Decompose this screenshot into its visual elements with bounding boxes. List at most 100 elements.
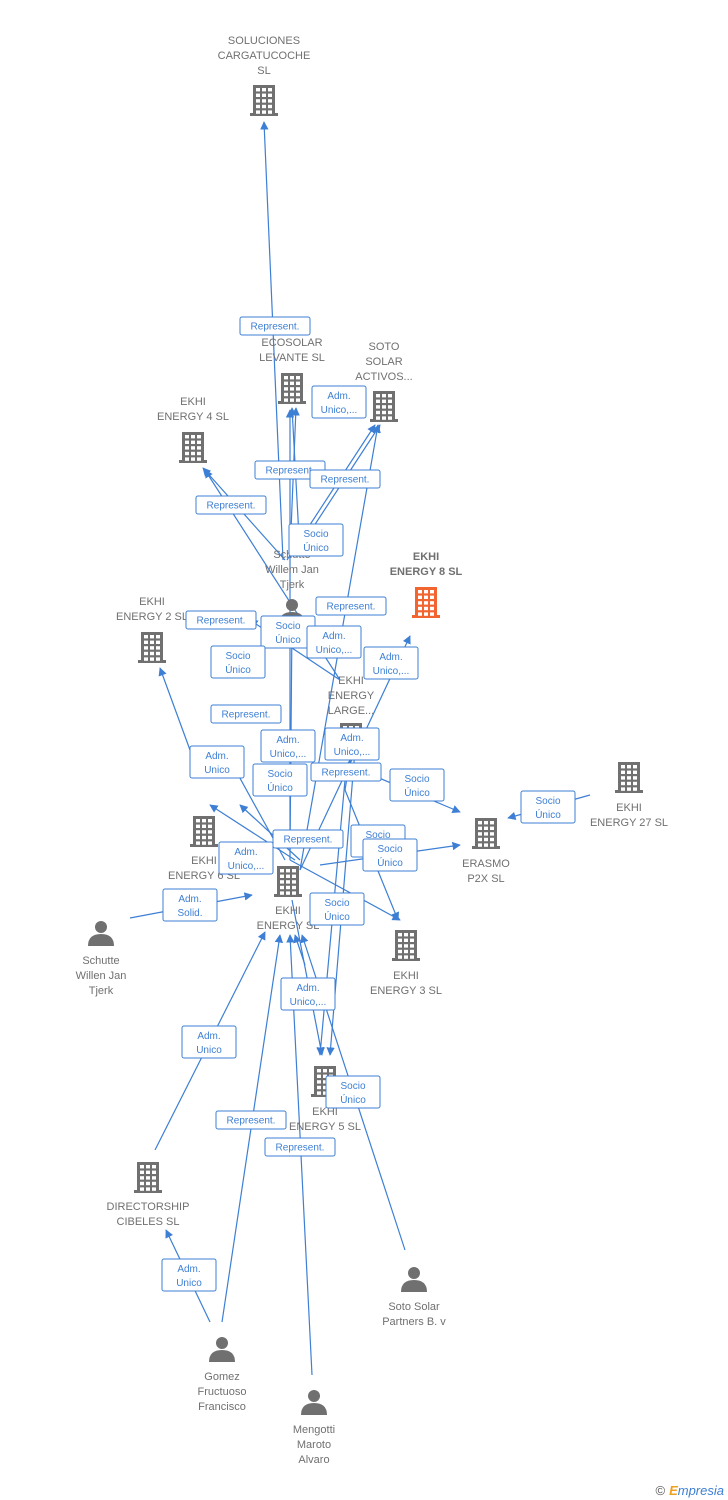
edge-label[interactable]: Represent. (272, 829, 344, 849)
building-window (484, 837, 488, 842)
edge-label[interactable]: Represent. (195, 495, 267, 515)
building-window (191, 457, 195, 461)
building-window (323, 1085, 327, 1090)
edge-label-text: Represent. (327, 602, 376, 613)
edge-label[interactable]: Adm.Unico,... (311, 385, 367, 419)
building-window (292, 885, 296, 890)
building-window (284, 381, 288, 385)
brand-name: mpresia (677, 1483, 724, 1498)
building-window (484, 843, 488, 847)
building-window (197, 440, 201, 444)
edge-label[interactable]: Adm.Unico (161, 1258, 217, 1292)
building-window (202, 824, 206, 828)
edge-label[interactable]: Adm.Unico,... (324, 727, 380, 761)
edge-label[interactable]: Represent. (315, 596, 387, 616)
edge-label-text: Represent. (251, 322, 300, 333)
edge-label-text: Represent. (207, 501, 256, 512)
graph-node-soto_activos[interactable]: SOTOSOLARACTIVOS... (355, 341, 413, 422)
edge-label-box (195, 495, 267, 515)
building-window (208, 824, 212, 828)
edge-label[interactable]: Adm.Unico (189, 745, 245, 779)
edge-label[interactable]: Adm.Solid. (162, 888, 218, 922)
node-label: EKHI (338, 675, 364, 687)
edge-label-box (280, 977, 336, 1011)
edge-label[interactable]: Adm.Unico,... (218, 841, 274, 875)
building-window (376, 399, 380, 403)
edge-label-text: Socio (535, 796, 560, 807)
building-window (424, 601, 428, 605)
edge-label[interactable]: Adm.Unico,... (363, 646, 419, 680)
building-window (430, 595, 434, 599)
building-window (185, 440, 189, 444)
building-window (144, 657, 148, 661)
node-label: Maroto (297, 1439, 331, 1451)
node-label: Fructuoso (198, 1386, 247, 1398)
person-body (209, 1350, 235, 1362)
edge-label[interactable]: Adm.Unico,... (280, 977, 336, 1011)
edge-label[interactable]: Represent. (239, 316, 311, 336)
edge-label[interactable]: Adm.Unico (181, 1025, 237, 1059)
edge-label[interactable]: Represent. (309, 469, 381, 489)
edge-label-text: Único (535, 808, 561, 821)
building-window (398, 938, 402, 942)
node-label: EKHI (413, 551, 439, 563)
building-base (370, 419, 398, 422)
building-window (202, 835, 206, 840)
edge-label[interactable]: Represent. (215, 1110, 287, 1130)
building-window (323, 1069, 327, 1073)
building-window (484, 826, 488, 830)
building-window (490, 826, 494, 830)
building-window (490, 832, 494, 836)
building-window (418, 601, 422, 605)
edge-label[interactable]: Represent. (254, 460, 326, 480)
node-label: Schutte (82, 955, 119, 967)
edge-label-box (311, 385, 367, 419)
empresia-watermark[interactable]: ©Empresia (655, 1483, 724, 1498)
building-window (398, 944, 402, 948)
edge-label[interactable]: Represent. (264, 1137, 336, 1157)
building-window (144, 651, 148, 656)
relation-edge (293, 934, 306, 966)
edge-label-text: Socio (303, 529, 328, 540)
edge-label[interactable]: Adm.Unico,... (306, 625, 362, 659)
building-window (404, 955, 408, 959)
building-window (144, 635, 148, 639)
building-window (146, 1170, 150, 1174)
edge-label[interactable]: Represent. (310, 762, 382, 782)
edge-label[interactable]: Represent. (185, 610, 257, 630)
edge-label-box (520, 790, 576, 824)
building-window (424, 612, 428, 616)
edge-label[interactable]: Represent. (210, 704, 282, 724)
edge-label[interactable]: Adm.Unico,... (260, 729, 316, 763)
edge-label-text: Único (225, 663, 251, 676)
edge-label-box (309, 469, 381, 489)
edge-label-text: Socio (340, 1081, 365, 1092)
building-window (256, 99, 260, 103)
